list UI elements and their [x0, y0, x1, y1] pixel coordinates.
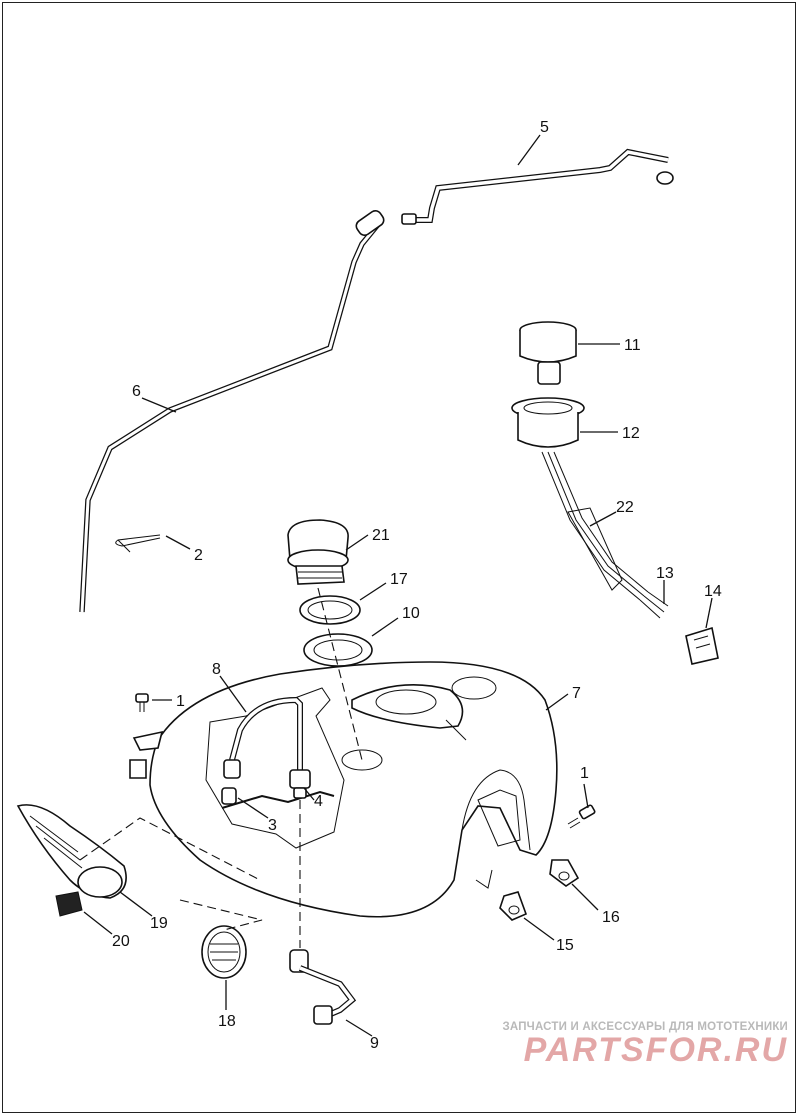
callout-3: 3	[268, 817, 277, 834]
callout-9: 9	[370, 1035, 379, 1052]
part-1-screw-right	[567, 804, 596, 829]
part-1-screw-left	[135, 693, 149, 712]
part-8-fuel-line	[223, 696, 303, 779]
part-7-fuel-tank	[129, 661, 558, 918]
callout-4: 4	[314, 793, 323, 810]
callout-19: 19	[150, 915, 168, 932]
callout-1-left: 1	[176, 693, 185, 710]
part-4-fuel-valve	[289, 769, 311, 799]
callout-16: 16	[602, 909, 620, 926]
part-20-emblem-badge	[55, 891, 83, 917]
watermark-brand: PARTSFOR.RU	[523, 1031, 788, 1069]
callout-13: 13	[656, 565, 674, 582]
part-12-gauge-grommet	[511, 397, 585, 448]
part-15-bracket	[499, 891, 528, 921]
part-5-vent-tube	[401, 148, 674, 225]
callout-17: 17	[390, 571, 408, 588]
callout-11: 11	[624, 337, 641, 354]
part-3-fitting	[221, 787, 237, 805]
callout-8: 8	[212, 661, 221, 678]
callout-2: 2	[194, 547, 203, 564]
part-17-gasket	[299, 595, 361, 625]
part-11-fuel-gauge	[519, 321, 577, 385]
part-2-clip	[115, 534, 161, 553]
callout-15: 15	[556, 937, 574, 954]
callout-6: 6	[132, 383, 141, 400]
part-22-gauge-wire	[541, 451, 649, 601]
callout-5: 5	[540, 119, 549, 136]
callout-1-right: 1	[580, 765, 589, 782]
part-19-tank-emblem	[16, 804, 127, 899]
callout-20: 20	[112, 933, 130, 950]
callout-22: 22	[616, 499, 634, 516]
callout-21: 21	[372, 527, 390, 544]
part-18-medallion	[201, 925, 247, 979]
leader-lines	[83, 134, 713, 1037]
part-10-gasket	[303, 633, 373, 667]
callout-18: 18	[218, 1013, 236, 1030]
part-14-connector	[685, 626, 719, 665]
part-13-terminals	[639, 591, 669, 619]
part-9-petcock-line	[289, 949, 357, 1025]
part-6-vent-line	[79, 209, 385, 613]
assembly-dash-lines	[79, 587, 363, 948]
part-21-fuel-cap	[287, 519, 349, 585]
watermark-subtitle: ЗАПЧАСТИ И АКСЕССУАРЫ ДЛЯ МОТОТЕХНИКИ	[502, 1021, 788, 1033]
part-16-bracket	[549, 859, 580, 887]
callout-10: 10	[402, 605, 420, 622]
callout-7: 7	[572, 685, 581, 702]
callout-12: 12	[622, 425, 640, 442]
callout-14: 14	[704, 583, 722, 600]
